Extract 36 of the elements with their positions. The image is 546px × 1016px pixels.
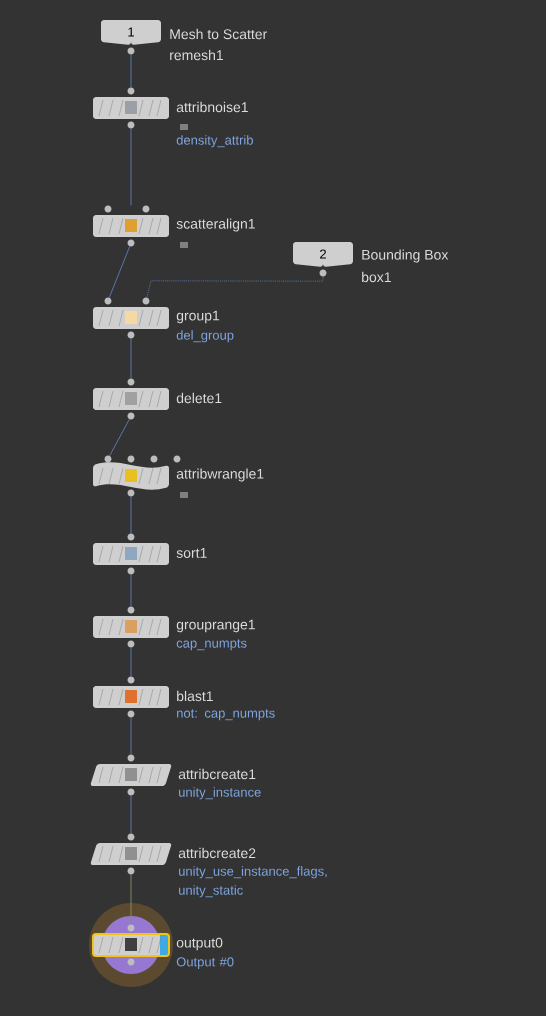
- comment: del_group: [176, 330, 234, 343]
- node-name: output0: [176, 937, 223, 951]
- node-name: attribcreate1: [178, 768, 256, 780]
- wire: [130, 574, 132, 607]
- wire: [130, 54, 132, 88]
- node-name: group1: [176, 310, 220, 324]
- node-name: sort1: [176, 548, 207, 558]
- comment: not: cap_numpts: [177, 709, 275, 721]
- node-name: attribwrangle1: [176, 468, 264, 482]
- node-label: box1: [362, 271, 391, 283]
- wire: [130, 647, 132, 677]
- node-name: blast1: [177, 690, 213, 702]
- comment: Output #0: [176, 957, 234, 969]
- wire: [108, 246, 131, 298]
- node-label: Bounding Box: [362, 249, 449, 263]
- wire: [130, 874, 132, 925]
- wire: [109, 418, 130, 457]
- wire: [130, 717, 132, 755]
- comment: density_attrib: [176, 135, 253, 148]
- wire: [130, 795, 132, 834]
- wire: [130, 128, 132, 206]
- wire: [146, 276, 324, 298]
- comment: cap_numpts: [176, 639, 247, 651]
- node-label: Mesh to Scatter: [170, 28, 267, 40]
- node-name: attribnoise1: [176, 101, 248, 113]
- comment: unity_use_instance_flags, unity_static: [179, 866, 327, 898]
- wire: [130, 496, 132, 534]
- node-name: grouprange1: [176, 619, 255, 633]
- comment: unity_instance: [179, 787, 261, 800]
- subnet-box: 2: [293, 242, 353, 277]
- node-name: attribcreate2: [178, 847, 256, 859]
- wire: [130, 338, 132, 379]
- node-label: remesh1: [170, 49, 223, 61]
- subnet-box: 1: [101, 20, 161, 55]
- node-name: scatteralign1: [176, 218, 255, 232]
- node-name: delete1: [176, 392, 222, 404]
